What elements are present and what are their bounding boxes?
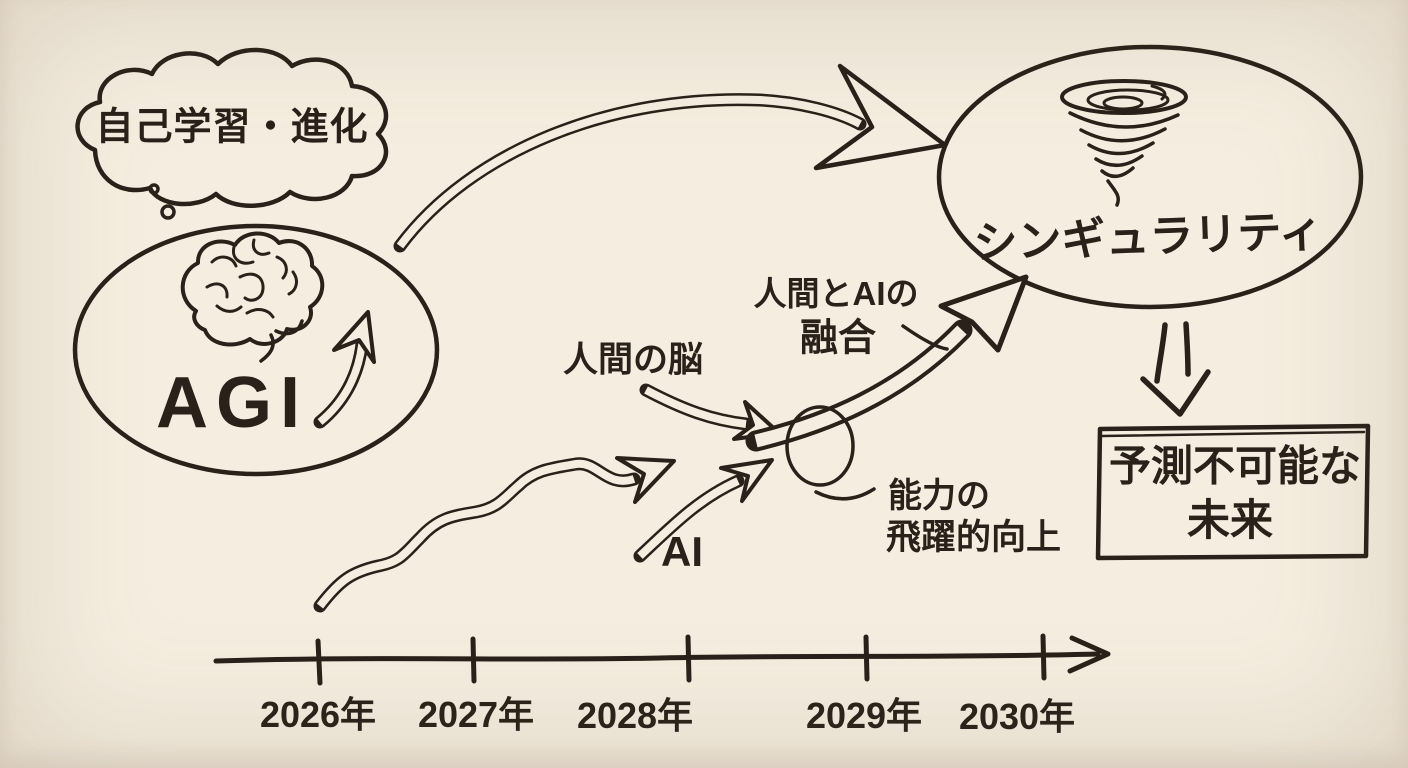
timeline-year-label: 2030年 <box>958 696 1076 737</box>
ai-arrow <box>633 458 774 563</box>
capability-label-line2: 飛躍的向上 <box>886 518 1062 557</box>
timeline-axis <box>213 633 1111 686</box>
singularity-ellipse <box>936 44 1364 310</box>
merge-highlight-circle <box>785 405 855 487</box>
tornado-icon <box>1060 79 1188 207</box>
timeline-tick <box>1040 633 1047 681</box>
timeline-year-label: 2026年 <box>259 694 377 735</box>
singularity-label: シンギュラリティ <box>972 206 1324 269</box>
timeline-year-label: 2028年 <box>576 695 694 736</box>
timeline-arrowhead-icon <box>1067 635 1111 674</box>
fusion-label-line1: 人間とAIの <box>753 275 919 312</box>
timeline-tick <box>315 638 323 686</box>
timeline-tick <box>863 634 870 682</box>
agi-to-singularity-arrow <box>393 63 948 253</box>
merged-ascent-arrow <box>745 274 1029 452</box>
thought-bubble-tail <box>148 183 176 220</box>
future-box-outline <box>1095 423 1371 561</box>
future-box-label-line1: 予測不可能な <box>1108 442 1362 490</box>
capability-leader-line <box>814 487 876 501</box>
fusion-label-line2: 融合 <box>799 317 877 360</box>
future-box-label-line2: 未来 <box>1187 497 1273 545</box>
growth-wavy-arrow <box>313 456 676 613</box>
timeline-tick <box>685 634 692 683</box>
timeline-line <box>213 651 1101 664</box>
singularity-down-arrow <box>1140 321 1211 417</box>
fusion-leader-line <box>901 324 949 351</box>
ai-label: AI <box>661 528 703 575</box>
self-evolution-arrow <box>313 310 376 429</box>
timeline-year-label: 2027年 <box>417 694 535 735</box>
agi-ellipse <box>72 223 440 477</box>
capability-label-line1: 能力の <box>888 477 990 515</box>
agi-label: AGI <box>155 363 309 443</box>
thought-bubble-label: 自己学習・進化 <box>95 106 369 149</box>
timeline-tick <box>470 636 477 684</box>
brain-icon <box>180 231 325 363</box>
timeline-year-label: 2029年 <box>805 695 923 736</box>
human-brain-label: 人間の脳 <box>562 340 704 380</box>
thought-bubble-outline <box>75 47 389 208</box>
